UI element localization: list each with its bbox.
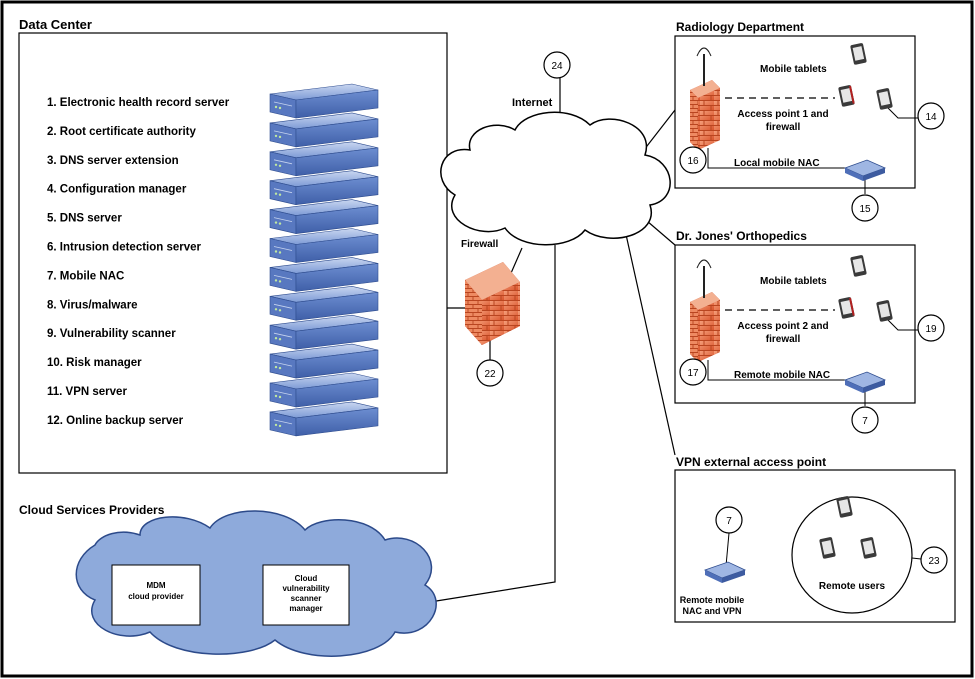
server-unit-icon: [269, 228, 379, 263]
server-unit-icon: [269, 112, 379, 148]
radiology-tablet-number: 14: [925, 112, 937, 123]
vpn-nac-label-1: Remote mobile: [680, 595, 745, 605]
firewall-number: 22: [484, 369, 496, 380]
remote-user-tablet-icon: [860, 537, 877, 559]
server-unit-icon: [269, 170, 379, 206]
cloud-services-title: Cloud Services Providers: [19, 503, 165, 517]
orthopedics-tablet-icon: [838, 297, 855, 319]
server-list-item: 12. Online backup server: [47, 415, 184, 427]
radiology-nac-number: 15: [859, 204, 871, 215]
radiology-tablets-label: Mobile tablets: [760, 64, 827, 75]
server-unit-icon: [269, 401, 379, 437]
radiology-tablet-icon: [876, 88, 893, 110]
firewall-label: Firewall: [461, 239, 498, 250]
data-center-title: Data Center: [19, 17, 92, 32]
orthopedics-tablet-number-circle: [917, 314, 945, 342]
vpn-nac-label-2: NAC and VPN: [682, 606, 741, 616]
mdm-label-1: MDM: [146, 581, 165, 590]
firewall-icon: [465, 262, 520, 345]
orthopedics-title: Dr. Jones' Orthopedics: [676, 229, 807, 243]
scanner-label-2: vulnerability: [282, 584, 330, 593]
orthopedics-fw-number-circle: [679, 358, 707, 386]
remote-user-tablet-icon: [819, 537, 836, 559]
server-list-item: 4. Configuration manager: [47, 184, 187, 196]
radiology-ap-label-2: firewall: [766, 122, 801, 133]
scanner-label-3: scanner: [291, 594, 322, 603]
radiology-nac-device-icon: [843, 159, 887, 181]
vpn-nac-number: 7: [726, 516, 732, 527]
server-list-item: 9. Vulnerability scanner: [47, 328, 176, 340]
remote-user-tablet-icon: [836, 496, 853, 518]
internet-number-circle: [543, 51, 571, 79]
radiology-fw-number: 16: [687, 156, 699, 167]
vpn-title: VPN external access point: [676, 455, 826, 469]
server-list: 1. Electronic health record server 2. Roo…: [47, 97, 230, 427]
internet-label: Internet: [512, 97, 553, 109]
radiology-firewall-icon: [690, 47, 720, 150]
vpn-nac-device-icon: [703, 561, 747, 583]
scanner-label-4: manager: [289, 604, 322, 613]
server-unit-icon: [269, 372, 379, 408]
remote-users-label: Remote users: [819, 581, 886, 592]
server-list-item: 1. Electronic health record server: [47, 97, 230, 109]
mdm-label-2: cloud provider: [128, 592, 184, 601]
server-unit-icon: [269, 285, 379, 321]
orthopedics-tablet-icon: [876, 300, 893, 322]
orthopedics-nac-number-circle: [851, 406, 879, 434]
radiology-fw-number-circle: [679, 146, 707, 174]
remote-user-devices: [819, 496, 877, 559]
server-unit-icon: [269, 141, 379, 177]
server-list-item: 11. VPN server: [47, 386, 127, 398]
orthopedics-tablet-number: 19: [925, 324, 937, 335]
server-list-item: 5. DNS server: [47, 213, 122, 225]
orthopedics-nac-number: 7: [862, 416, 868, 427]
radiology-tablet-icon: [838, 85, 855, 107]
server-list-item: 10. Risk manager: [47, 357, 142, 369]
remote-users-circle: [791, 496, 913, 614]
scanner-label-1: Cloud: [295, 574, 318, 583]
server-list-item: 2. Root certificate authority: [47, 126, 196, 138]
radiology-nac-number-circle: [851, 194, 879, 222]
firewall-number-circle: [476, 359, 504, 387]
remote-users-number-circle: [920, 546, 948, 574]
internet-cloud: [440, 111, 671, 246]
orthopedics-ap-label-2: firewall: [766, 334, 801, 345]
radiology-nac-label: Local mobile NAC: [734, 158, 820, 169]
server-unit-icon: [269, 257, 379, 292]
server-unit-icon: [269, 314, 379, 350]
radiology-tablet-icon: [850, 43, 867, 65]
radiology-title: Radiology Department: [676, 20, 804, 34]
server-list-item: 6. Intrusion detection server: [47, 242, 202, 254]
radiology-ap-label-1: Access point 1 and: [737, 109, 828, 120]
orthopedics-tablets-label: Mobile tablets: [760, 276, 827, 287]
internet-number: 24: [551, 61, 563, 72]
orthopedics-nac-label: Remote mobile NAC: [734, 370, 830, 381]
remote-users-number: 23: [928, 556, 940, 567]
server-list-item: 7. Mobile NAC: [47, 270, 124, 282]
radiology-tablet-number-circle: [917, 102, 945, 130]
server-list-item: 3. DNS server extension: [47, 155, 179, 167]
server-unit-icon: [269, 83, 379, 119]
server-list-item: 8. Virus/malware: [47, 299, 138, 311]
cloud-scanner-box: [262, 564, 350, 626]
orthopedics-nac-device-icon: [843, 371, 887, 393]
orthopedics-fw-number: 17: [687, 368, 699, 379]
server-unit-icon: [269, 199, 379, 234]
server-unit-icon: [269, 343, 379, 379]
mdm-provider-box: [111, 564, 201, 626]
server-rack-stack: [269, 83, 379, 437]
orthopedics-firewall-icon: [690, 259, 720, 362]
orthopedics-ap-label-1: Access point 2 and: [737, 321, 828, 332]
orthopedics-tablet-icon: [850, 255, 867, 277]
